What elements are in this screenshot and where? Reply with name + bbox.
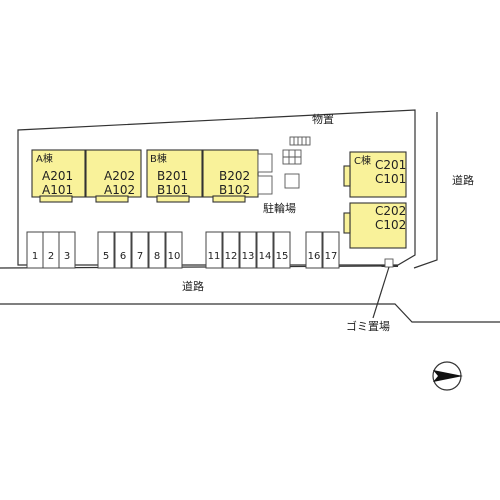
parking-slot-number: 1 <box>32 251 38 262</box>
parking-slot-number: 6 <box>120 251 126 262</box>
parking-slot <box>322 231 340 269</box>
parking-slot <box>256 231 274 269</box>
unit-a-bottom-1: A101 <box>42 183 73 197</box>
building-c-step-2 <box>343 212 351 234</box>
building-b-step-1 <box>156 195 190 203</box>
road-east-edge <box>413 112 438 269</box>
building-b-name: B棟 <box>150 152 167 165</box>
storage-shed <box>289 136 311 146</box>
garbage-label: ゴミ置場 <box>346 319 390 333</box>
parking-slot-number: 12 <box>225 251 238 262</box>
unit-c-bottom-1: C101 <box>375 172 406 186</box>
building-b-unit-1 <box>146 149 203 198</box>
road-east-label: 道路 <box>452 173 474 187</box>
parking-slot <box>222 231 240 269</box>
parking-slot-number: 7 <box>137 251 143 262</box>
parking-slot <box>97 231 115 269</box>
parking-slot <box>165 231 183 269</box>
parking-slot <box>131 231 149 269</box>
parking-slot-number: 3 <box>64 251 70 262</box>
storage-shed-lines <box>293 137 307 145</box>
compass-icon <box>432 361 463 391</box>
building-a-unit-2 <box>85 149 142 198</box>
parking-slot-number: 16 <box>308 251 321 262</box>
bicycle-rack-3 <box>284 173 300 189</box>
parking-slot <box>114 231 132 269</box>
road-south-label: 道路 <box>182 279 204 293</box>
unit-b-top-2: B202 <box>219 169 250 183</box>
parking-slot-number: 11 <box>208 251 221 262</box>
unit-c-bottom-2: C102 <box>375 218 406 232</box>
building-b-unit-2 <box>202 149 259 198</box>
storage-block-lines <box>283 150 301 164</box>
parking-slot <box>273 231 291 269</box>
garbage-leader-line <box>372 266 390 319</box>
parking-slot <box>148 231 166 269</box>
unit-c-top-1: C201 <box>375 158 406 172</box>
parking-slot-number: 10 <box>168 251 181 262</box>
building-a-name: A棟 <box>36 152 53 165</box>
parking-slot-number: 5 <box>103 251 109 262</box>
unit-c-top-2: C202 <box>375 204 406 218</box>
road-south-edge-bottom <box>0 303 500 323</box>
parking-slot <box>205 231 223 269</box>
parking-slot-number: 8 <box>154 251 160 262</box>
unit-a-top-2: A202 <box>104 169 135 183</box>
building-b-step-2 <box>212 195 246 203</box>
bicycle-parking-label: 駐輪場 <box>263 201 296 215</box>
building-c-unit-1 <box>349 151 407 198</box>
parking-slot-number: 15 <box>276 251 289 262</box>
parking-slot-number: 17 <box>325 251 338 262</box>
unit-b-bottom-2: B102 <box>219 183 250 197</box>
building-a-step-1 <box>39 195 73 203</box>
building-c-name: C棟 <box>354 154 371 167</box>
storage-label: 物置 <box>312 112 334 126</box>
parking-slot <box>58 231 76 269</box>
bicycle-rack-2 <box>257 175 273 195</box>
unit-b-bottom-1: B101 <box>157 183 188 197</box>
parking-slot <box>26 231 44 269</box>
parking-slot-number: 13 <box>242 251 255 262</box>
bicycle-rack-1 <box>257 153 273 173</box>
building-c-step-1 <box>343 165 351 187</box>
unit-b-top-1: B201 <box>157 169 188 183</box>
parking-slot-number: 14 <box>259 251 272 262</box>
parking-slot <box>239 231 257 269</box>
unit-a-bottom-2: A102 <box>104 183 135 197</box>
parking-slot-number: 2 <box>48 251 54 262</box>
unit-a-top-1: A201 <box>42 169 73 183</box>
building-a-step-2 <box>95 195 129 203</box>
parking-slot <box>42 231 60 269</box>
garbage-box <box>384 258 394 268</box>
building-a-unit-1 <box>31 149 86 198</box>
parking-slot <box>305 231 323 269</box>
